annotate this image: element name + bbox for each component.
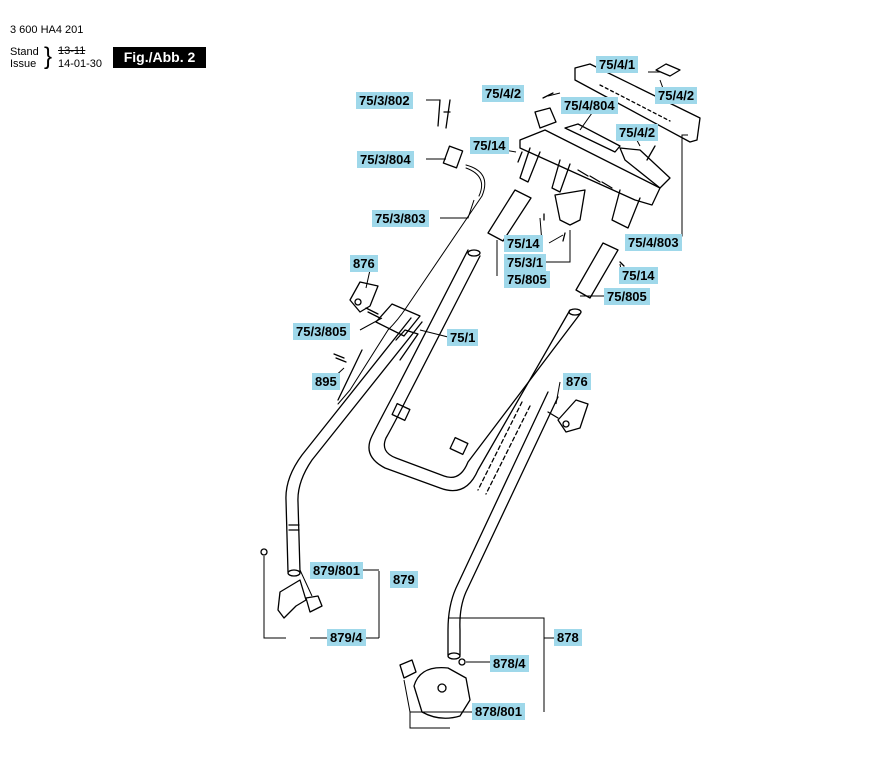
part-label-75-4-803: 75/4/803 (625, 234, 682, 251)
part-label-75-3-805: 75/3/805 (293, 323, 350, 340)
part-label-75-3-1: 75/3/1 (504, 254, 547, 271)
housing-left (277, 579, 307, 619)
knob-right (557, 399, 589, 433)
document-number: 3 600 HA4 201 (10, 24, 84, 36)
part-label-75-4-2-c: 75/4/2 (616, 124, 659, 141)
part-label-879: 879 (390, 571, 418, 588)
part-label-75-3-804: 75/3/804 (357, 151, 414, 168)
pin-b (646, 145, 656, 161)
part-label-876-right: 876 (563, 373, 591, 390)
top-cover (574, 63, 701, 143)
part-label-75-4-804: 75/4/804 (561, 97, 618, 114)
screw-a (517, 151, 523, 163)
housing-right (413, 666, 471, 719)
part-label-75-14-c: 75/14 (619, 267, 658, 284)
grip-left (487, 189, 532, 242)
part-label-75-14-b: 75/14 (504, 235, 543, 252)
rod-895 (337, 349, 363, 401)
part-label-75-14-a: 75/14 (470, 137, 509, 154)
figure-label: Fig./Abb. 2 (113, 47, 206, 68)
part-label-75-1: 75/1 (447, 329, 479, 346)
trigger-lever (564, 123, 621, 153)
issue-label: Issue (10, 58, 37, 70)
part-label-878: 878 (554, 629, 582, 646)
part-label-876-left: 876 (350, 255, 378, 272)
part-label-75-3-803: 75/3/803 (372, 210, 429, 227)
screw-879-4 (260, 548, 268, 556)
part-label-879-801: 879/801 (310, 562, 363, 579)
trigger-right (619, 147, 671, 189)
part-label-75-805-b: 75/805 (604, 288, 650, 305)
clamp (375, 303, 421, 337)
screw-d (619, 261, 625, 267)
left-handle-tube (285, 317, 423, 577)
screw-878-4 (458, 658, 466, 666)
part-label-75-4-2-a: 75/4/2 (482, 85, 525, 102)
clip-878 (399, 659, 417, 679)
small-block (534, 107, 557, 129)
switch-pins (437, 99, 451, 129)
new-date: 14-01-30 (58, 58, 103, 70)
upper-handle-u-tube (368, 249, 582, 492)
screw-c (562, 232, 566, 242)
cable (337, 164, 486, 405)
stand-label: Stand (10, 46, 39, 58)
right-handle-tube (447, 391, 559, 660)
top-handle-body (519, 129, 661, 229)
part-label-75-4-2-b: 75/4/2 (655, 87, 698, 104)
center-plug (554, 189, 586, 226)
part-label-879-4: 879/4 (327, 629, 366, 646)
grip-right (575, 242, 619, 299)
part-label-878-4: 878/4 (490, 655, 529, 672)
part-label-895: 895 (312, 373, 340, 390)
old-date: 13-11 (58, 45, 86, 57)
part-label-878-801: 878/801 (472, 703, 525, 720)
part-label-75-805-a: 75/805 (504, 271, 550, 288)
brace-symbol: } (44, 43, 53, 70)
part-label-75-3-802: 75/3/802 (356, 92, 413, 109)
pin-895 (333, 353, 347, 363)
knob-left (349, 281, 379, 313)
clip-top (655, 63, 681, 77)
part-label-75-4-1: 75/4/1 (596, 56, 639, 73)
cable-end-block (442, 145, 464, 169)
